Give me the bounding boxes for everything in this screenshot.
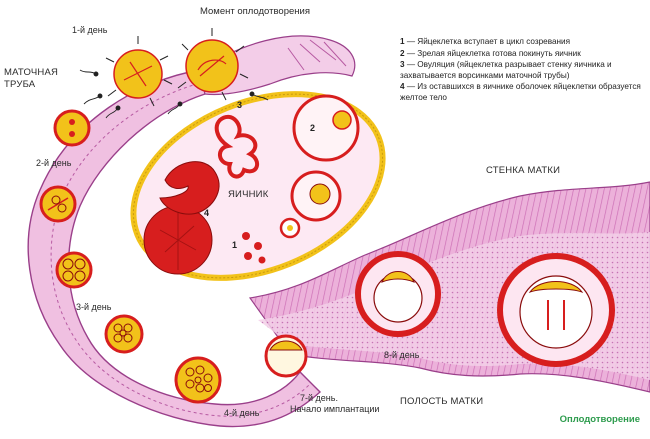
label-day1: 1-й день (72, 25, 108, 35)
embryo-2cell (39, 185, 77, 223)
primordial-follicle (244, 252, 252, 260)
label-day7-line2: Начало имплантации (290, 404, 380, 414)
implanted-embryo-later (497, 253, 615, 367)
marker-2: 2 (310, 123, 316, 133)
label-tube-line2: ТРУБА (4, 79, 36, 90)
primordial-follicle (258, 256, 266, 264)
fallopian-tube (27, 69, 322, 428)
embryo-day4 (174, 356, 222, 404)
label-day2: 2-й день (36, 158, 72, 168)
embryo-4cell (55, 251, 93, 289)
primordial-follicle (242, 232, 250, 240)
egg-fertilization-left (105, 36, 173, 107)
primordial-follicle (254, 242, 262, 250)
ruptured-follicle (159, 161, 220, 215)
mature-follicle (292, 94, 360, 162)
ovulation-site (214, 114, 260, 179)
tube-lumen (50, 81, 311, 417)
marker-4: 4 (204, 208, 210, 218)
implanted-embryo-day8 (355, 251, 441, 337)
label-day7-line1: 7-й день. (300, 393, 338, 403)
legend: 1 — Яйцеклетка вступает в цикл созревани… (400, 37, 646, 105)
label-uterine-wall: СТЕНКА МАТКИ (486, 165, 561, 176)
label-ovary: ЯИЧНИК (228, 189, 269, 200)
marker-1: 1 (232, 240, 238, 250)
embryo-morula-day3 (104, 314, 144, 354)
legend-item-1: 1 — Яйцеклетка вступает в цикл созревани… (400, 37, 571, 46)
label-day3: 3-й день (76, 302, 112, 312)
label-tube-line1: МАТОЧНАЯ (4, 67, 59, 78)
legend-item-2: 2 — Зрелая яйцеклетка готова покинуть яи… (400, 48, 581, 58)
legend-item-3: 3 — Овуляция (яйцеклетка разрывает стенк… (400, 60, 612, 80)
sperm-cells (79, 69, 269, 119)
zygote-day1 (53, 109, 91, 147)
label-day4: 4-й день (224, 408, 260, 418)
label-fertilization-moment: Момент оплодотворения (200, 6, 310, 17)
caption: Оплодотворение (559, 414, 640, 425)
egg-fertilization-right (177, 28, 249, 101)
marker-3: 3 (237, 100, 243, 110)
blastocyst-day7 (264, 334, 308, 378)
label-day8: 8-й день (384, 350, 420, 360)
label-uterine-cavity: ПОЛОСТЬ МАТКИ (400, 396, 484, 407)
legend-item-4: 4 — Из оставшихся в яичнике оболочек яйц… (400, 82, 641, 102)
